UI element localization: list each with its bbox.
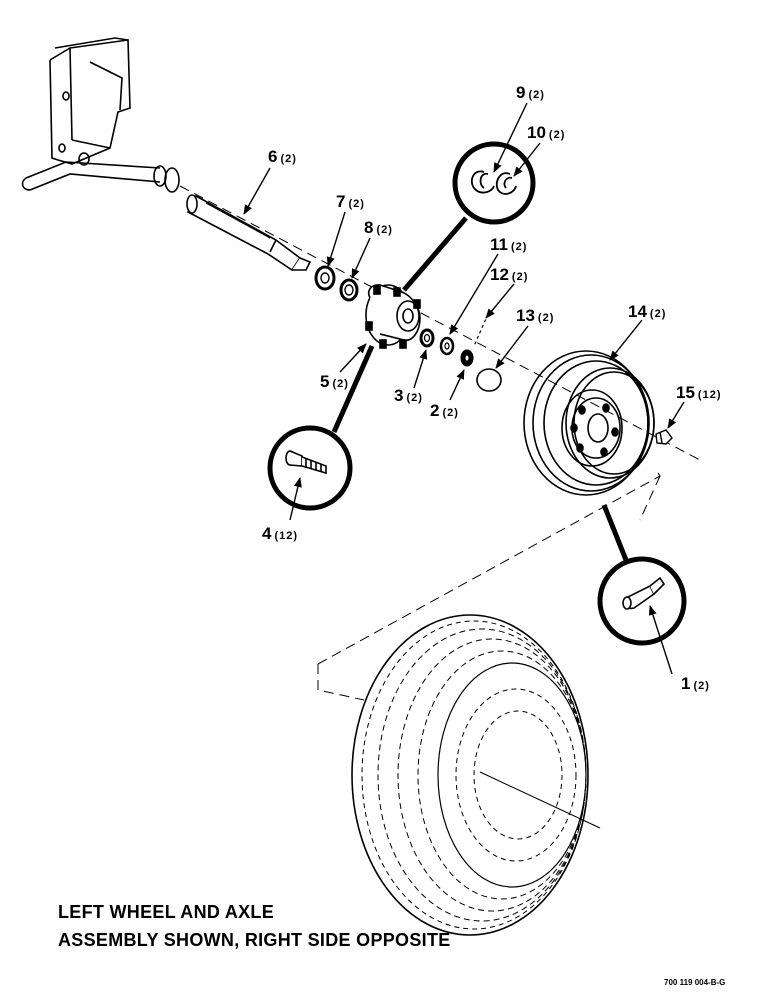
- leader-10: [513, 142, 541, 177]
- label-part-14: 14(2): [628, 302, 666, 321]
- leader-2: [449, 369, 465, 401]
- leader-3: [413, 349, 428, 389]
- outer-bearing: [419, 328, 435, 348]
- leader-6: [243, 167, 271, 215]
- label-part-11: 11(2): [490, 235, 527, 254]
- leader-4: [289, 477, 302, 521]
- label-part-8: 8(2): [364, 218, 393, 237]
- caption-line-1: LEFT WHEEL AND AXLE: [58, 902, 275, 922]
- leader-15: [667, 401, 685, 429]
- hub: [365, 284, 421, 349]
- label-part-9: 9(2): [516, 83, 545, 102]
- leader-12: [485, 283, 515, 319]
- leader-7: [326, 211, 346, 267]
- dust-cap: [476, 368, 502, 392]
- wheel-rim: [523, 350, 655, 496]
- detail-circle-valve-stem: [597, 504, 687, 646]
- label-part-4: 4(12): [262, 524, 298, 543]
- leader-11: [449, 253, 499, 335]
- lug-nut: [655, 429, 673, 445]
- label-part-2: 2(2): [430, 401, 459, 420]
- label-part-10: 10(2): [527, 123, 565, 142]
- label-part-12: 12(2): [490, 265, 528, 284]
- leader-8: [351, 237, 371, 279]
- label-part-1: 1(2): [681, 674, 710, 693]
- detail-circle-stud: [267, 344, 375, 511]
- leader-9: [493, 102, 528, 173]
- frame-bracket: [21, 37, 180, 193]
- leader-1: [648, 605, 673, 675]
- cotter-pin: [473, 313, 489, 347]
- axle-centerline: [179, 185, 701, 461]
- label-part-15: 15(12): [676, 383, 721, 402]
- detail-circle-clips: [402, 141, 536, 292]
- spindle-nut: [460, 349, 474, 367]
- drawing-number: 700 119 004-B-G: [664, 978, 726, 987]
- label-part-5: 5(2): [320, 372, 349, 391]
- label-part-7: 7(2): [336, 192, 365, 211]
- label-part-6: 6(2): [268, 147, 297, 166]
- tire: [351, 614, 601, 936]
- label-part-13: 13(2): [516, 306, 554, 325]
- leader-14: [609, 319, 643, 361]
- projection-line-2: [639, 475, 661, 521]
- seal: [314, 265, 336, 291]
- leader-5: [339, 343, 367, 373]
- inner-bearing: [339, 278, 359, 302]
- caption-line-2: ASSEMBLY SHOWN, RIGHT SIDE OPPOSITE: [58, 930, 451, 950]
- spindle: [186, 194, 312, 272]
- label-part-3: 3(2): [394, 386, 423, 405]
- washer: [439, 336, 455, 356]
- leader-13: [495, 325, 529, 369]
